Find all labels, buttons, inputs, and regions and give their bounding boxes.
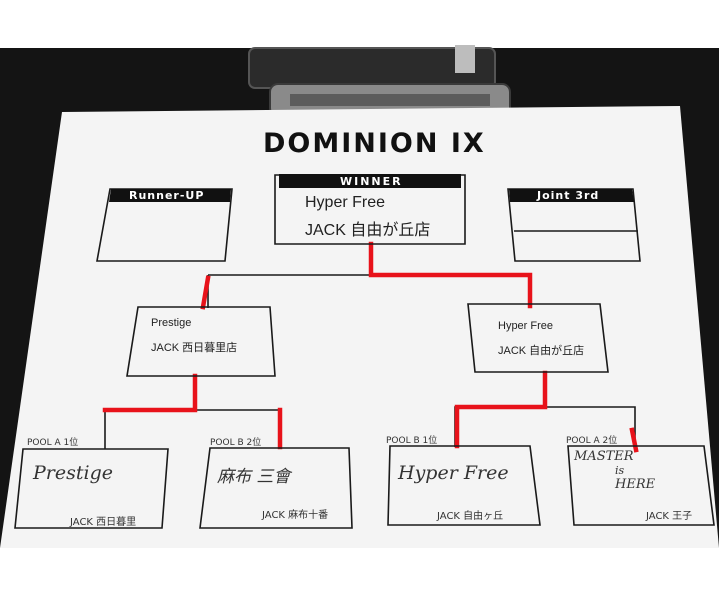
runner-up-header: Runner-UP <box>129 189 205 202</box>
semifinal-left-shop: JACK 西日暮里店 <box>151 342 238 354</box>
entrant-4-shop: JACK 王子 <box>646 511 693 522</box>
paper-sheet <box>0 106 719 548</box>
entrant-1-shop: JACK 西日暮里 <box>70 517 137 528</box>
joint-third-header-bar <box>509 189 634 202</box>
binder-clip-icon <box>248 45 511 117</box>
entrant-3-pool: POOL B 1位 <box>386 436 438 446</box>
entrant-2-team: 麻布 三會 <box>217 467 291 487</box>
entrant-2-pool: POOL B 2位 <box>210 438 262 448</box>
entrant-4-team-line3: HERE <box>615 477 656 492</box>
entrant-3-shop: JACK 自由ヶ丘 <box>437 511 504 522</box>
entrant-4-team-line2: is <box>615 464 625 477</box>
entrant-3-team: Hyper Free <box>398 462 509 484</box>
semifinal-left-box <box>126 306 276 377</box>
entrant-1-team: Prestige <box>33 462 113 484</box>
entrant-box-2 <box>199 447 353 529</box>
semifinal-right-shop: JACK 自由が丘店 <box>498 345 585 357</box>
semifinal-left-team: Prestige <box>151 317 192 329</box>
page-title: DOMINION IX <box>263 128 486 159</box>
entrant-4-team-line1: MASTER <box>574 449 634 464</box>
entrant-4-pool: POOL A 2位 <box>566 436 618 446</box>
joint-third-header: Joint 3rd <box>537 189 600 202</box>
entrant-box-4 <box>567 445 715 526</box>
entrant-2-shop: JACK 麻布十番 <box>262 510 329 521</box>
semifinal-right-box <box>467 303 609 373</box>
winner-shop: JACK 自由が丘店 <box>305 222 431 239</box>
entrant-1-pool: POOL A 1位 <box>27 438 79 448</box>
winner-team: Hyper Free <box>305 194 386 211</box>
winner-header-bar <box>279 174 461 188</box>
entrant-box-1 <box>14 448 169 529</box>
runner-up-header-bar <box>109 189 231 202</box>
winner-header: WINNER <box>340 175 403 188</box>
entrant-box-3 <box>387 445 541 526</box>
semifinal-right-team: Hyper Free <box>498 320 554 332</box>
